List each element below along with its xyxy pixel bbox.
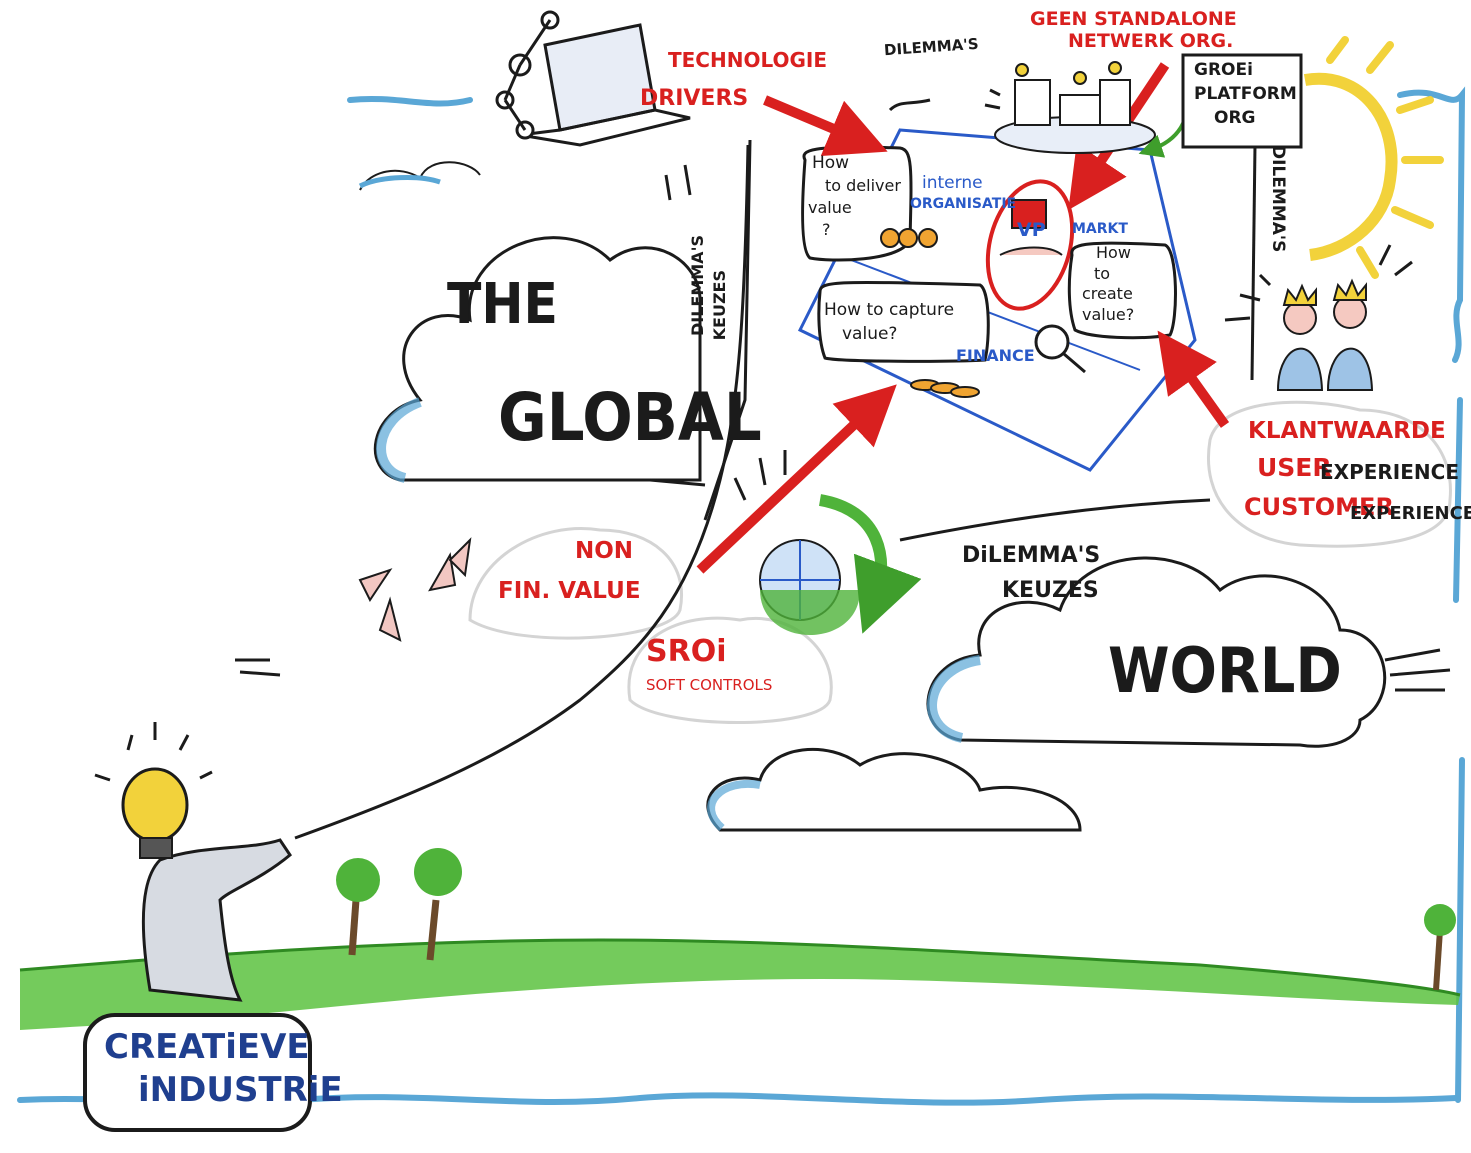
the-label: THE — [447, 272, 558, 337]
platform-city-icon — [994, 61, 1156, 154]
dilemmas-keuzes-left-2: KEUZES — [710, 270, 729, 341]
cloud-top-left — [358, 161, 481, 191]
organisatie-label: ORGANISATIE — [910, 196, 1017, 212]
create-line-4: value? — [1082, 305, 1135, 324]
capture-line-1: How to capture — [824, 300, 955, 320]
cloud-lower — [706, 747, 1082, 832]
creatieve-label: CREATiEVE — [104, 1027, 310, 1067]
magnifier-icon — [1034, 324, 1086, 374]
groei-label: GROEi — [1194, 60, 1253, 80]
network-laptop-icon — [495, 10, 691, 147]
sroi-label: SROi — [646, 634, 727, 669]
deliver-line-3: value — [808, 198, 852, 217]
page-edges — [649, 139, 1257, 542]
creatieve-label-box — [83, 1013, 312, 1132]
world-label: WORLD — [1108, 634, 1342, 707]
globe-icon — [759, 539, 860, 635]
klantwaarde-label: KLANTWAARDE — [1248, 418, 1446, 444]
red-arrows — [696, 62, 1230, 574]
gift-icon — [999, 199, 1063, 256]
netwerk-org-label: NETWERK ORG. — [1068, 30, 1234, 52]
drivers-label: DRIVERS — [640, 86, 749, 111]
kite-tail-bows — [358, 537, 472, 642]
dilemmas-lower-label: DiLEMMA'S — [962, 543, 1101, 568]
groei-sign-board — [1181, 53, 1303, 149]
creative-person-icon — [94, 722, 292, 1002]
org-label: ORG — [1214, 108, 1256, 128]
deliver-line-1: How — [812, 153, 850, 173]
platform-label: PLATFORM — [1194, 84, 1297, 104]
technologie-label: TECHNOLOGIE — [668, 48, 828, 72]
industrie-label: iNDUSTRiE — [138, 1070, 343, 1110]
green-cycle-arrow — [818, 494, 922, 634]
deliver-line-4: ? — [822, 220, 831, 239]
non-label: NON — [575, 538, 634, 564]
coins-icon — [910, 379, 980, 398]
vp-label: VP — [1017, 219, 1046, 241]
user-label: USER — [1257, 453, 1332, 482]
cloud-the-global — [373, 236, 702, 483]
create-line-3: create — [1082, 284, 1133, 303]
tree-icon — [336, 848, 1456, 991]
markt-label: MARKT — [1072, 221, 1128, 237]
create-line-1: How — [1096, 243, 1131, 262]
customer-experience-label: EXPERIENCE — [1350, 503, 1471, 524]
capture-line-2: value? — [842, 324, 898, 344]
deliver-line-2: to deliver — [825, 176, 901, 195]
fin-value-label: FIN. VALUE — [498, 578, 641, 604]
dilemmas-keuzes-left-1: DILEMMA'S — [688, 235, 707, 337]
keuzes-lower-label: KEUZES — [1002, 578, 1099, 603]
customer-label: CUSTOMER — [1244, 493, 1394, 521]
geen-standalone-label: GEEN STANDALONE — [1030, 8, 1237, 30]
user-experience-label: EXPERIENCE — [1320, 460, 1459, 484]
soft-controls-label: SOFT CONTROLS — [646, 676, 773, 694]
cloud-world — [926, 556, 1387, 748]
finance-label: FINANCE — [956, 346, 1035, 365]
global-label: GLOBAL — [498, 379, 762, 456]
interne-label: interne — [922, 173, 983, 193]
kite-string — [294, 144, 750, 840]
sun-icon — [1303, 36, 1444, 279]
motion-lines — [235, 88, 1451, 692]
create-line-2: to — [1094, 264, 1111, 283]
dilemmas-right-label: DILEMMA'S — [1267, 145, 1288, 253]
cloud-sroi — [468, 400, 1452, 724]
gears-icon — [880, 228, 938, 248]
customer-kings-icon — [1276, 278, 1374, 391]
ground — [19, 938, 1461, 1030]
